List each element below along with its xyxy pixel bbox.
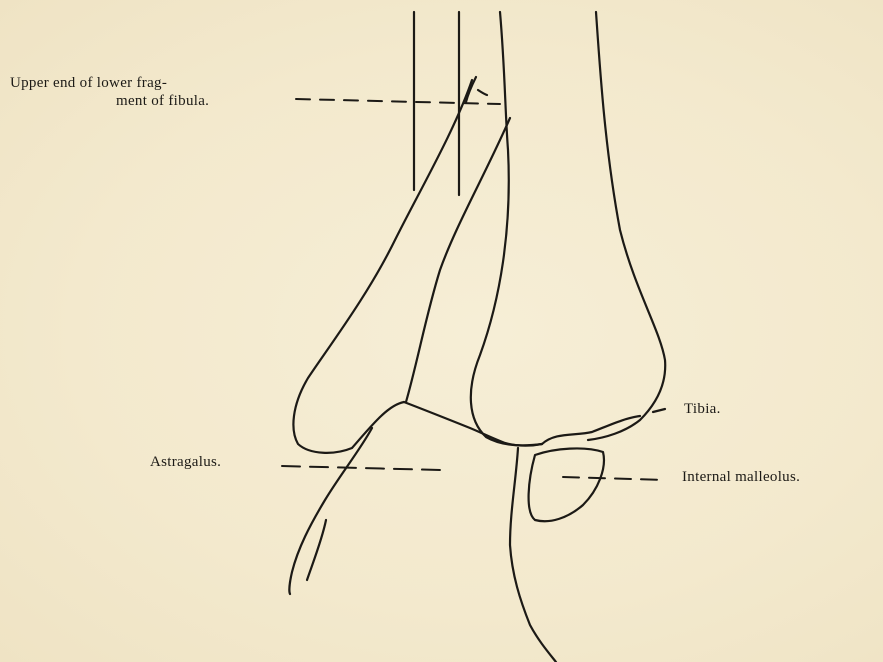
astragalus-leader-line (282, 466, 440, 470)
tibia-right-contour (588, 12, 665, 440)
label-fibula-line2: ment of fibula. (116, 94, 209, 109)
malleolus-leader-line (563, 477, 666, 480)
label-fibula-line1: Upper end of lower frag- (10, 76, 167, 91)
astragalus-right-contour (510, 448, 556, 662)
fibula-fragment-outline (293, 80, 472, 453)
label-internal-malleolus: Internal malleolus. (682, 470, 800, 485)
fibula-fragment-tip (466, 77, 487, 102)
label-tibia: Tibia. (684, 402, 721, 417)
ankle-joint-line (404, 402, 542, 446)
tibia-left-contour (471, 12, 542, 445)
internal-malleolus-outline (529, 448, 604, 521)
label-astragalus: Astragalus. (150, 455, 221, 470)
fibula-leader-line (296, 99, 500, 104)
tibia-pointer-tick (653, 409, 665, 412)
